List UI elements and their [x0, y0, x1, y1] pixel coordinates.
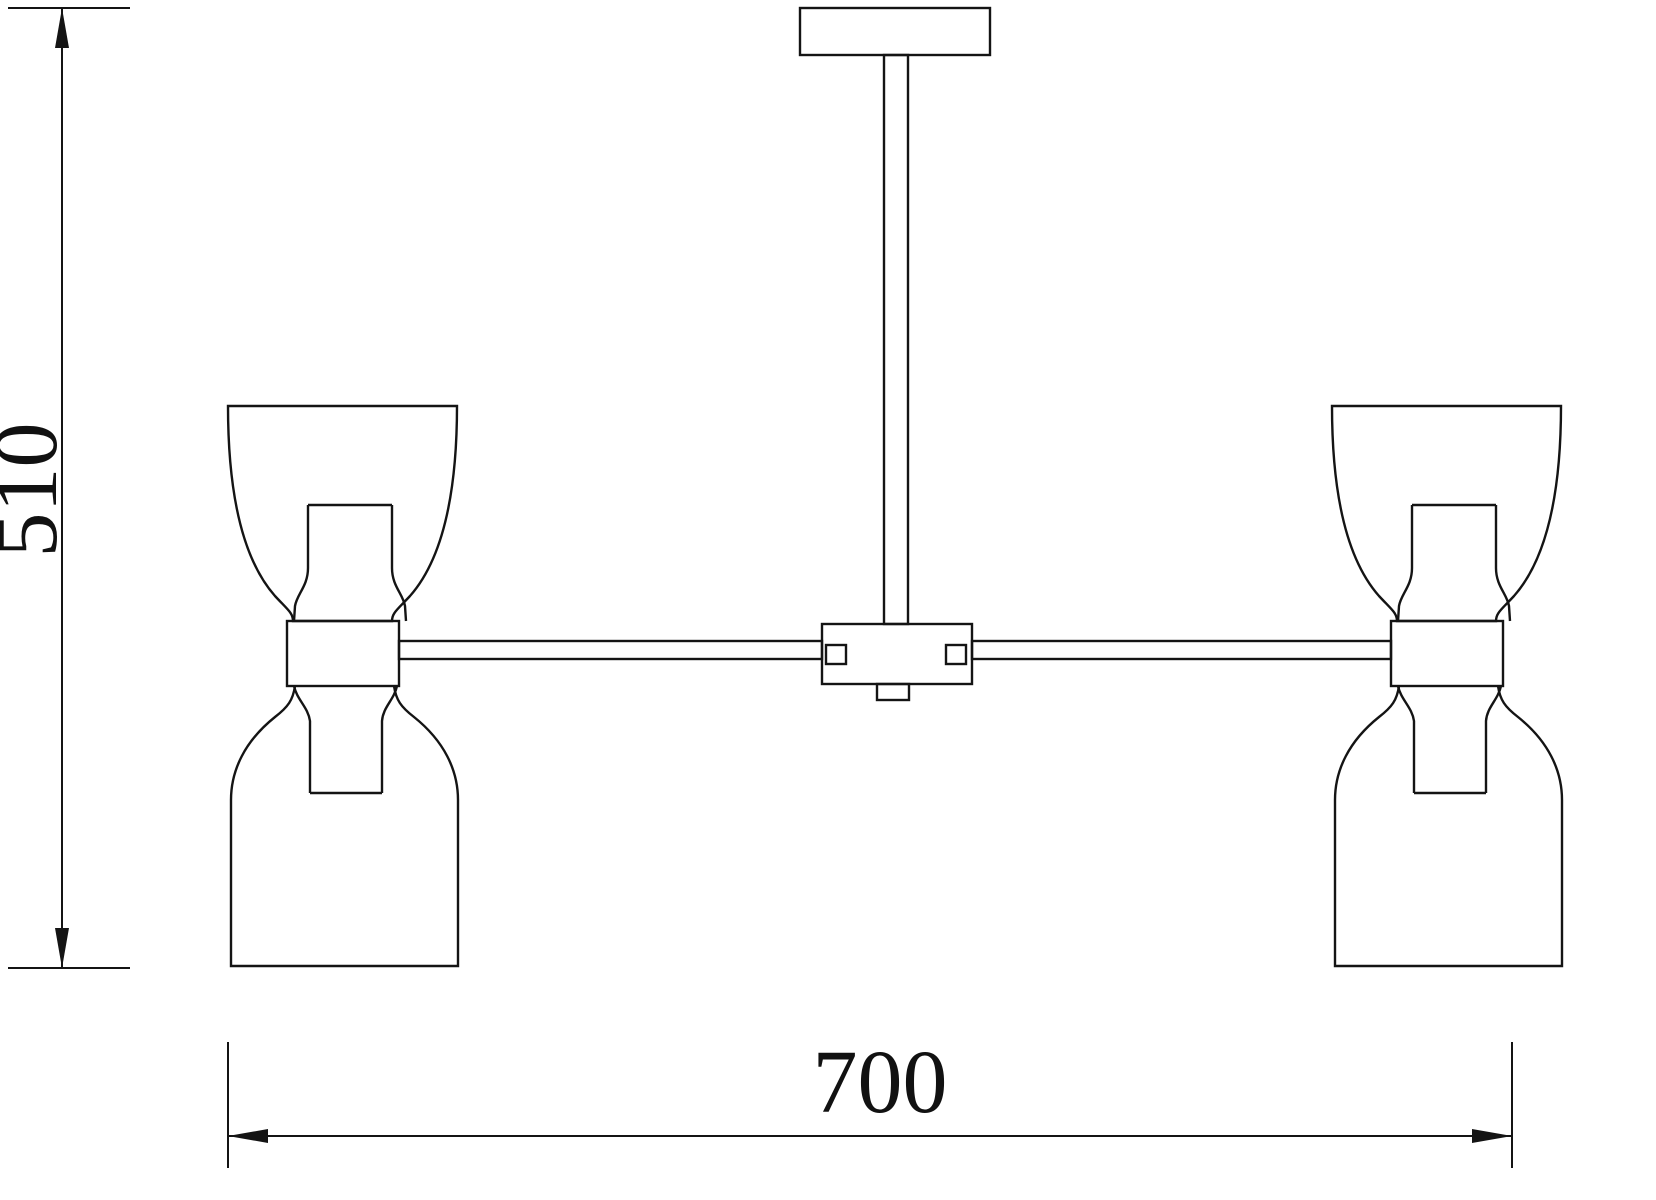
upper-shade	[226, 404, 459, 623]
ceiling-mount-plate	[798, 6, 992, 57]
vertical-dimension: 510	[0, 7, 130, 969]
left-arm	[397, 639, 824, 661]
arrowhead-up-icon	[55, 8, 69, 48]
hub-connector-left	[824, 643, 848, 666]
arrowhead-right-icon	[1472, 1129, 1512, 1143]
left-lamp	[226, 404, 460, 968]
lower-shade	[229, 685, 460, 968]
connector-block	[285, 619, 401, 688]
right-lamp	[1330, 404, 1564, 968]
dimension-label-width: 700	[813, 1033, 948, 1132]
upper-socket	[292, 503, 408, 622]
arrowhead-left-icon	[228, 1129, 268, 1143]
horizontal-dimension: 700	[227, 1033, 1513, 1168]
arrowhead-down-icon	[55, 928, 69, 968]
lamp-fixture	[226, 6, 1564, 968]
right-arm	[970, 639, 1393, 661]
hanging-rod	[882, 53, 910, 626]
hub-connector-right	[944, 643, 968, 666]
dimension-label-height: 510	[0, 423, 76, 558]
center-hub	[820, 622, 974, 686]
lower-socket	[292, 685, 399, 795]
hub-bottom-cap	[875, 682, 911, 702]
